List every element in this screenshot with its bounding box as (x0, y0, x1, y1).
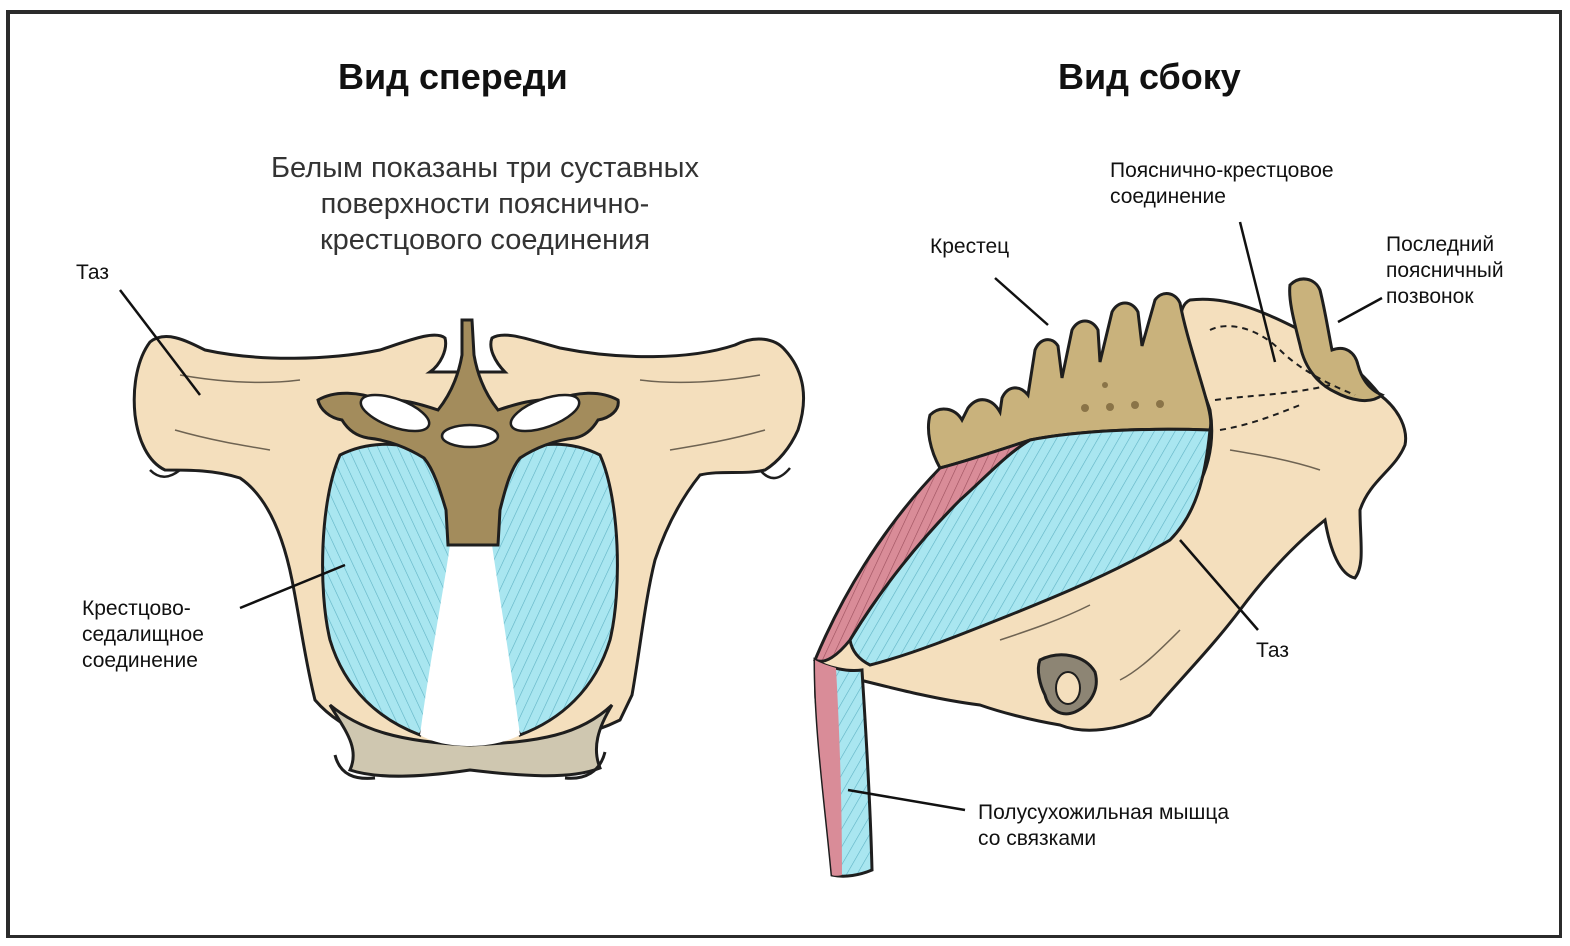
side-sacrum-leader (995, 278, 1048, 325)
side-last-lumbar-line-1: Последний (1386, 232, 1504, 258)
side-semitendinosus-label: Полусухожильная мышца со связками (978, 800, 1229, 852)
side-semitendinosus-line-1: Полусухожильная мышца (978, 800, 1229, 826)
front-articular-surface-center (442, 425, 498, 447)
front-view-caption: Белым показаны три суставных поверхности… (215, 150, 755, 258)
front-caption-line-1: Белым показаны три суставных (215, 150, 755, 186)
side-last-lumbar-label: Последний поясничный позвонок (1386, 232, 1504, 310)
front-sacrosciatic-line-3: соединение (82, 648, 204, 674)
side-last-lumbar-leader (1338, 298, 1382, 322)
side-view-drawing (815, 279, 1406, 876)
front-view-title: Вид спереди (338, 56, 568, 98)
front-caption-line-2: поверхности пояснично- (215, 186, 755, 222)
side-sacrum-label: Крестец (930, 234, 1009, 260)
side-semitendinosus-line-2: со связками (978, 826, 1229, 852)
side-lumbosacral-label: Пояснично-крестцовое соединение (1110, 158, 1334, 210)
front-sacrosciatic-label: Крестцово- седалищное соединение (82, 596, 204, 674)
side-last-lumbar-line-2: поясничный (1386, 258, 1504, 284)
side-pelvis-label: Таз (1256, 638, 1289, 664)
front-caption-line-3: крестцового соединения (215, 222, 755, 258)
side-view-title: Вид сбоку (1058, 56, 1241, 98)
side-lumbosacral-line-2: соединение (1110, 184, 1334, 210)
front-view-drawing (134, 320, 803, 778)
front-sacrosciatic-line-1: Крестцово- (82, 596, 204, 622)
side-last-lumbar-line-3: позвонок (1386, 284, 1504, 310)
side-lumbosacral-line-1: Пояснично-крестцовое (1110, 158, 1334, 184)
front-pelvis-label: Таз (76, 260, 109, 286)
side-obturator-inner (1056, 672, 1080, 704)
front-sacrosciatic-line-2: седалищное (82, 622, 204, 648)
